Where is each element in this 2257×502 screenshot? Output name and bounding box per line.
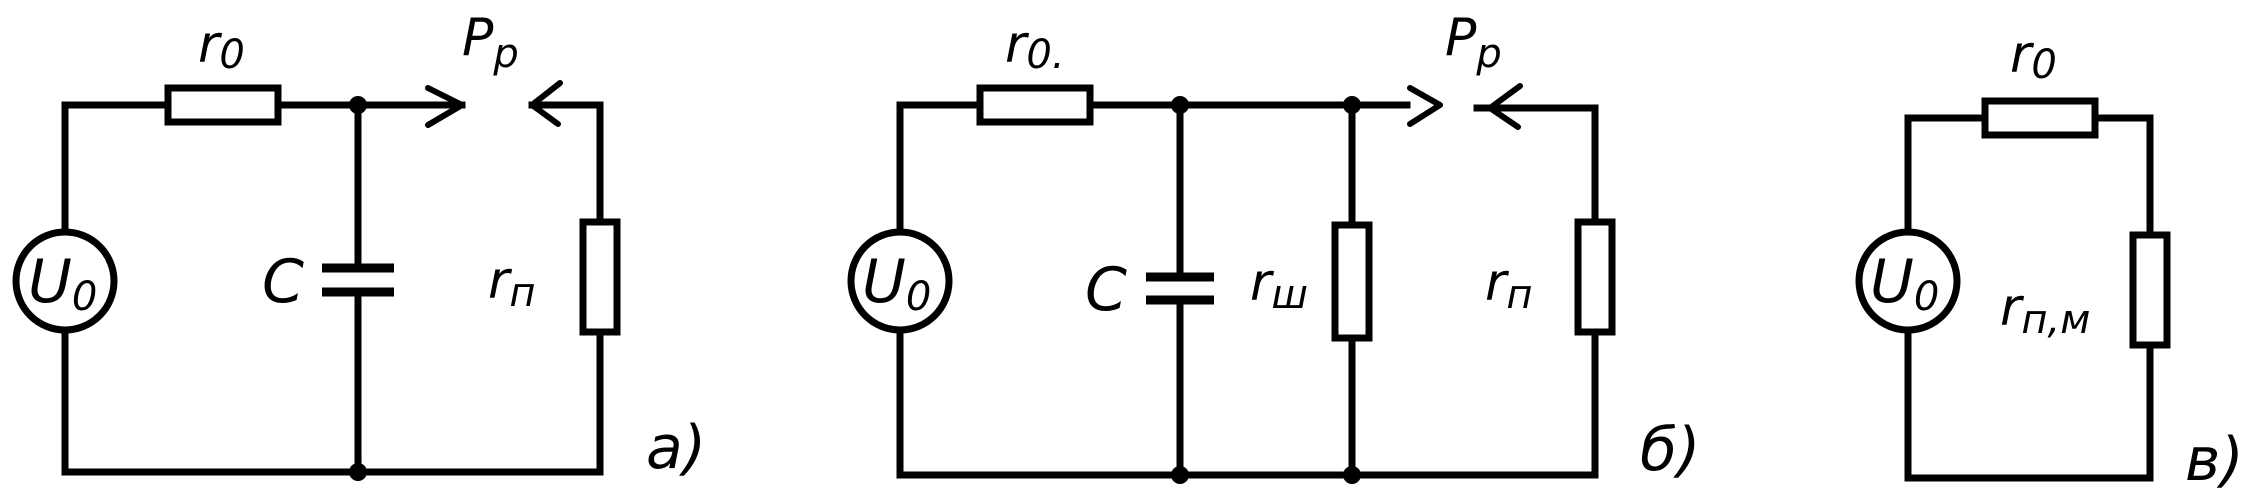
label-c-source: U0 [1870,247,1939,320]
diagram-a: r0 Pp C rп U0 а) [12,8,706,483]
label-a-r0: r0 [198,15,245,78]
wire-c-loop [1904,326,2154,482]
relay-a-arrow-left-icon [529,80,563,127]
voltage-source-b [847,228,953,334]
relay-b-arrow-left-icon [1487,83,1523,130]
label-c-r0: r0 [2010,25,2057,88]
relay-a-arrow-right-icon [425,85,465,128]
label-a-relay: Pp [462,8,519,77]
relay-b-arrow-right-icon [1407,85,1443,127]
label-a-rp: rп [488,251,536,316]
resistor-a-rp [579,218,621,336]
junction-a-top [349,96,367,114]
label-b-rsh: rш [1250,253,1308,318]
label-b-rp: rп [1485,253,1533,318]
diagram-b: r0. Pp C rш rп U0 б) [847,8,1700,485]
junction-b-bottom-shunt [1343,466,1361,484]
label-b-source: U0 [862,247,931,320]
caption-c: в) [2185,425,2244,495]
voltage-source-c [1855,228,1961,334]
label-b-capacitor: C [1085,255,1127,325]
diagram-c: r0 rп,м U0 в) [1855,25,2244,495]
label-b-r0: r0. [1005,15,1065,78]
resistor-b-r0 [976,84,1094,126]
junction-a-bottom [349,463,367,481]
label-b-relay: Pp [1445,8,1502,77]
junction-b-top-cap [1171,96,1189,114]
wire-b-relay-right [1473,104,1599,226]
resistor-b-rsh [1331,221,1373,342]
label-a-source: U0 [28,247,97,320]
resistor-c-rpm [2129,231,2171,349]
caption-a: а) [646,413,706,483]
wire-b-loop [896,246,1599,479]
resistor-c-r0 [1981,97,2099,139]
voltage-source-a [12,228,118,334]
resistor-b-rp [1574,218,1616,336]
label-a-capacitor: C [262,247,304,317]
label-c-rpm: rп,м [2000,278,2090,343]
caption-b: б) [1640,415,1700,485]
junction-b-top-shunt [1343,96,1361,114]
wire-c-top-right [2091,114,2154,239]
resistor-a-r0 [164,84,282,126]
junction-b-bottom-cap [1171,466,1189,484]
